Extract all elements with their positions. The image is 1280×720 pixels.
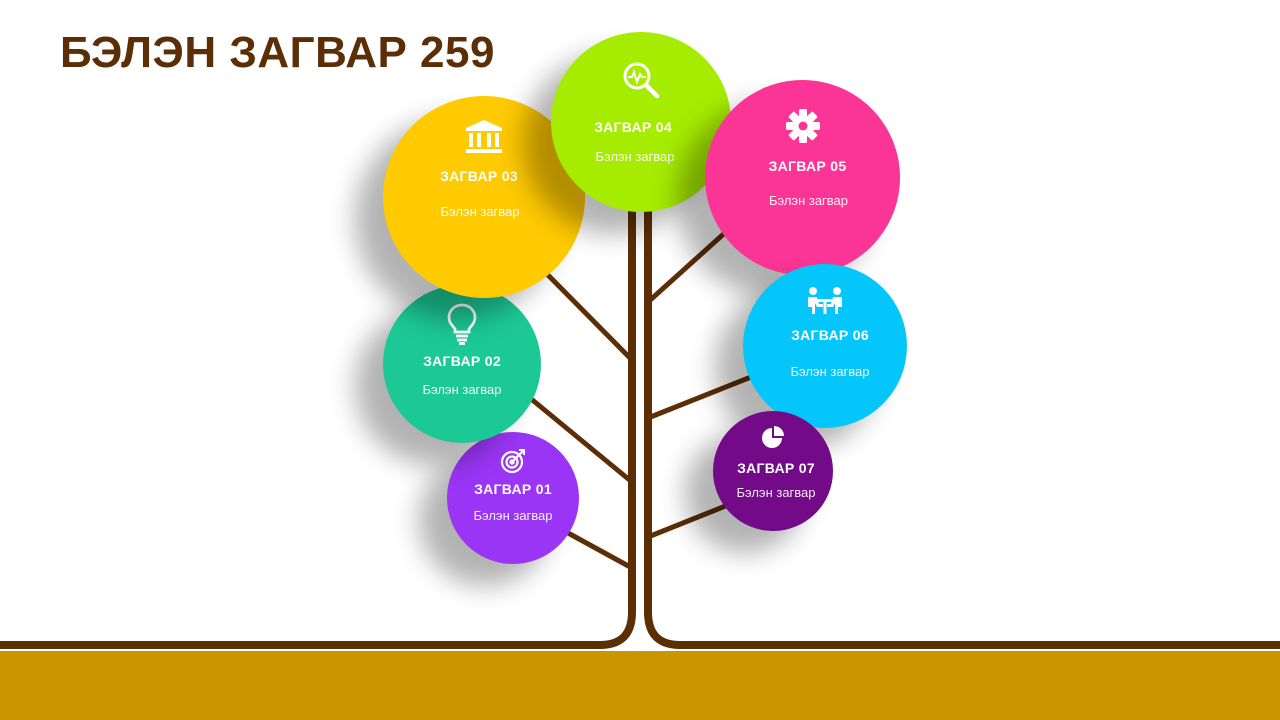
branch-05 bbox=[645, 227, 731, 305]
gear-icon bbox=[785, 108, 821, 149]
item-label-05: ЗАГВАР 05 bbox=[768, 158, 847, 174]
magnifier-pulse-icon bbox=[621, 60, 661, 105]
item-sub-07: Бэлэн загвар bbox=[736, 485, 816, 500]
item-label-07: ЗАГВАР 07 bbox=[737, 460, 815, 476]
item-circle-04: ЗАГВАР 04 Бэлэн загвар bbox=[551, 32, 731, 212]
ground-left bbox=[0, 651, 640, 720]
page-title: БЭЛЭН ЗАГВАР 259 bbox=[60, 28, 495, 77]
ground-line-right bbox=[644, 196, 1280, 649]
item-label-03: ЗАГВАР 03 bbox=[440, 168, 518, 184]
item-label-06: ЗАГВАР 06 bbox=[791, 327, 869, 343]
branch-03 bbox=[542, 269, 635, 363]
item-sub-03: Бэлэн загвар bbox=[440, 204, 520, 219]
branch-02 bbox=[527, 395, 635, 485]
lightbulb-icon bbox=[447, 303, 477, 350]
item-sub-06: Бэлэн загвар bbox=[790, 364, 870, 379]
item-sub-02: Бэлэн загвар bbox=[422, 382, 502, 397]
ground-right bbox=[640, 651, 1280, 720]
item-circle-05: ЗАГВАР 05 Бэлэн загвар bbox=[705, 80, 900, 275]
item-label-02: ЗАГВАР 02 bbox=[423, 353, 501, 369]
ground bbox=[0, 651, 1280, 720]
item-circle-06: ЗАГВАР 06 Бэлэн загвар bbox=[743, 264, 907, 428]
branch-07 bbox=[645, 502, 731, 540]
item-label-04: ЗАГВАР 04 bbox=[594, 119, 672, 135]
item-sub-01: Бэлэн загвар bbox=[473, 508, 553, 523]
bank-icon bbox=[465, 120, 503, 159]
item-label-01: ЗАГВАР 01 bbox=[474, 481, 552, 497]
pie-chart-icon bbox=[761, 425, 785, 454]
item-sub-04: Бэлэн загвар bbox=[595, 149, 675, 164]
item-sub-05: Бэлэн загвар bbox=[768, 193, 849, 208]
item-circle-07: ЗАГВАР 07 Бэлэн загвар bbox=[713, 411, 833, 531]
branch-06 bbox=[645, 372, 759, 421]
item-circle-02: ЗАГВАР 02 Бэлэн загвар bbox=[383, 285, 541, 443]
ground-line-left bbox=[0, 196, 636, 649]
meeting-icon bbox=[805, 286, 845, 321]
tree-branches bbox=[0, 196, 1280, 649]
item-circle-01: ЗАГВАР 01 Бэлэн загвар bbox=[447, 432, 579, 564]
target-icon bbox=[500, 448, 526, 479]
